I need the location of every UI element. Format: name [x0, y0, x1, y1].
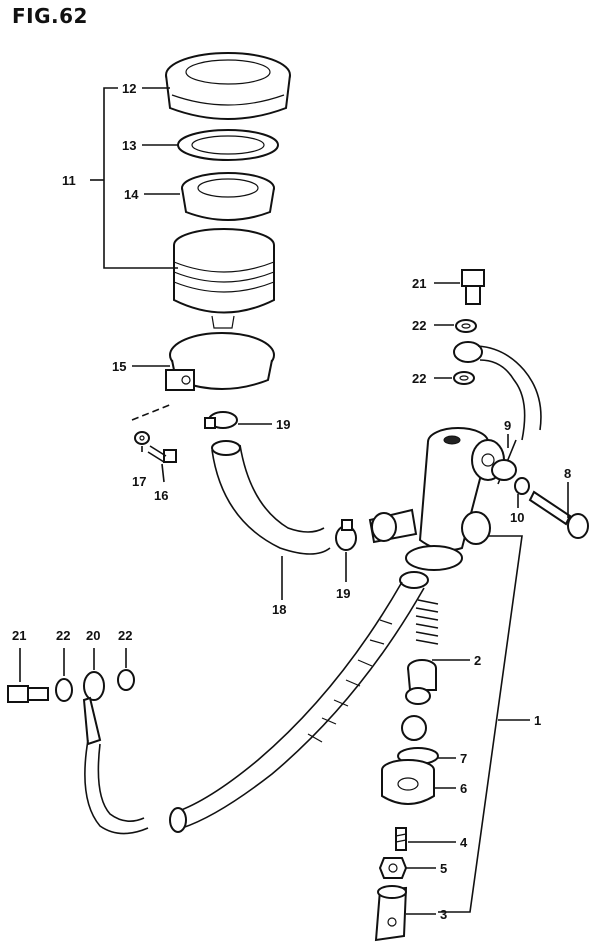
brake-hose-9: [453, 341, 542, 485]
callout-22-b: 22: [412, 371, 426, 386]
callout-5: 5: [440, 861, 447, 876]
callout-22-a: 22: [412, 318, 426, 333]
washer-22-d: [117, 669, 135, 691]
banjo-bolt-21: [461, 269, 485, 305]
nut-5: [378, 857, 408, 879]
callout-13: 13: [122, 138, 136, 153]
diaphragm: [181, 172, 275, 221]
callout-11: 11: [62, 173, 76, 188]
screw-16: [147, 445, 177, 463]
leader-lines: [19, 87, 569, 915]
callout-12: 12: [122, 81, 136, 96]
washer-17: [134, 431, 150, 445]
callout-19-upper: 19: [276, 417, 290, 432]
callout-4: 4: [460, 835, 468, 850]
callout-14: 14: [124, 187, 139, 202]
callout-18: 18: [272, 602, 286, 617]
hose-clip-lower: [335, 519, 357, 551]
callout-22-c: 22: [56, 628, 70, 643]
washer-22-b: [453, 371, 475, 385]
hose-clip-upper: [204, 411, 238, 429]
callout-labels: 12 13 11 14 15 17 16 19 19 18 21 22 22 9…: [12, 81, 571, 922]
reservoir-hose: [211, 440, 331, 555]
callout-9: 9: [504, 418, 511, 433]
banjo-bolt-21-lower: [7, 685, 49, 703]
callout-21-upper: 21: [412, 276, 426, 291]
boot-6: [381, 759, 435, 805]
reservoir-band: [165, 332, 275, 391]
cap-plate: [177, 129, 279, 161]
master-cylinder-body: [368, 427, 505, 571]
callout-19-lower: 19: [336, 586, 350, 601]
callout-21-lower: 21: [12, 628, 26, 643]
clevis-3: [374, 885, 408, 942]
reservoir-body: [173, 228, 275, 329]
callout-6: 6: [460, 781, 467, 796]
washer-22-c: [55, 678, 73, 702]
callout-22-d: 22: [118, 628, 132, 643]
reservoir-cap: [165, 52, 291, 120]
callout-15: 15: [112, 359, 126, 374]
push-rod-4: [395, 827, 407, 851]
callout-3: 3: [440, 907, 447, 922]
callout-8: 8: [564, 466, 571, 481]
washer-10: [514, 477, 530, 495]
callout-7: 7: [460, 751, 467, 766]
callout-17: 17: [132, 474, 146, 489]
callout-10: 10: [510, 510, 524, 525]
figure-title: FIG.62: [12, 4, 88, 28]
washer-22-a: [455, 319, 477, 333]
callout-20: 20: [86, 628, 100, 643]
callout-1: 1: [534, 713, 541, 728]
callout-2: 2: [474, 653, 481, 668]
long-hose: [169, 571, 429, 833]
callout-16: 16: [154, 488, 168, 503]
hose-fitting-20: [82, 671, 149, 835]
piston-7: [397, 715, 439, 765]
spring-2: [405, 599, 439, 705]
bolt-8: [528, 490, 589, 539]
